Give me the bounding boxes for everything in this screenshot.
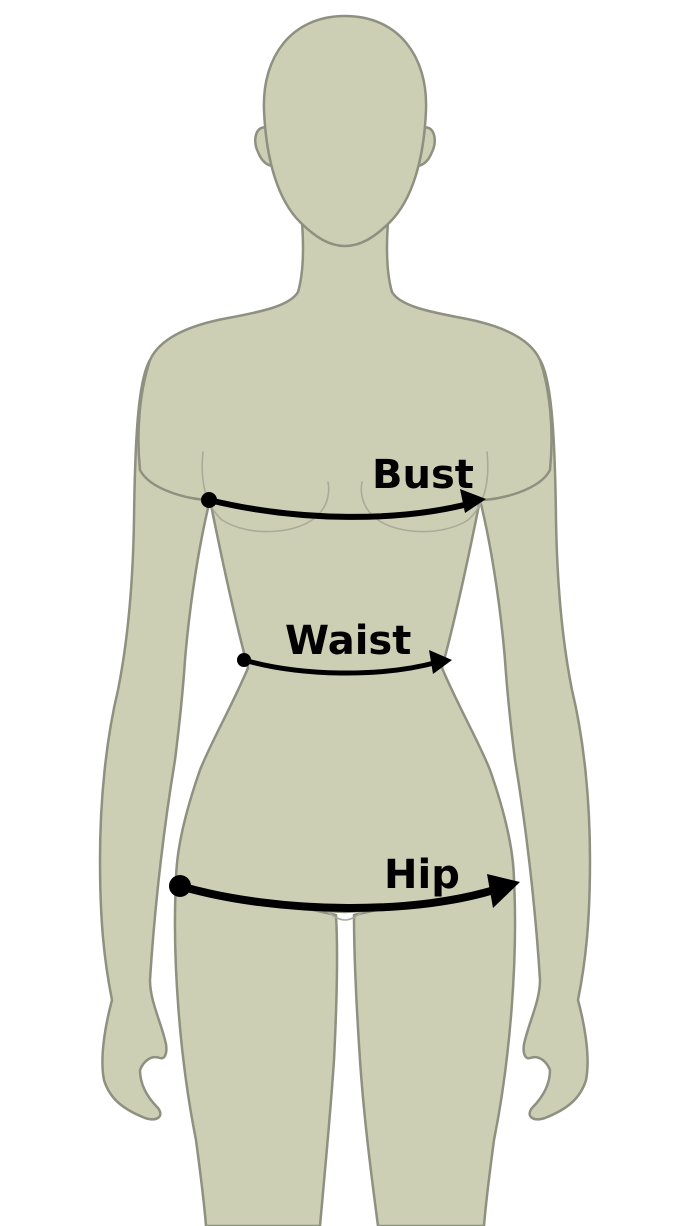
head [262,14,428,248]
waist-measurement: Waist [237,618,452,676]
torso [137,220,553,914]
left-leg [173,878,339,1226]
chest-line-left [201,451,330,533]
bust-measurement: Bust [201,452,486,520]
waist-arrowhead [429,650,452,674]
crotch-line [321,904,369,921]
right-arm [478,358,592,1121]
bust-arrowhead [460,489,486,513]
hip-measurement: Hip [169,852,520,912]
hip-label: Hip [384,852,460,898]
left-arm [98,358,212,1121]
waist-label: Waist [285,618,411,664]
waist-start-dot [237,653,251,667]
hip-start-dot [169,875,191,897]
right-leg [352,878,517,1226]
bust-label: Bust [372,452,474,498]
chest-line-right [360,451,489,533]
bust-start-dot [201,492,217,508]
hip-arrowhead [487,874,520,908]
